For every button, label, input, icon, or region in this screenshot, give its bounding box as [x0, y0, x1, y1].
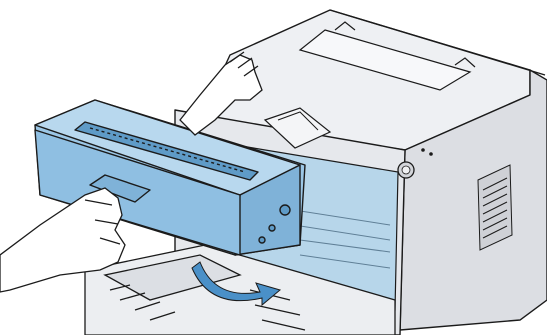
side-vent [478, 165, 512, 250]
status-led [429, 152, 433, 156]
status-led [421, 148, 425, 152]
